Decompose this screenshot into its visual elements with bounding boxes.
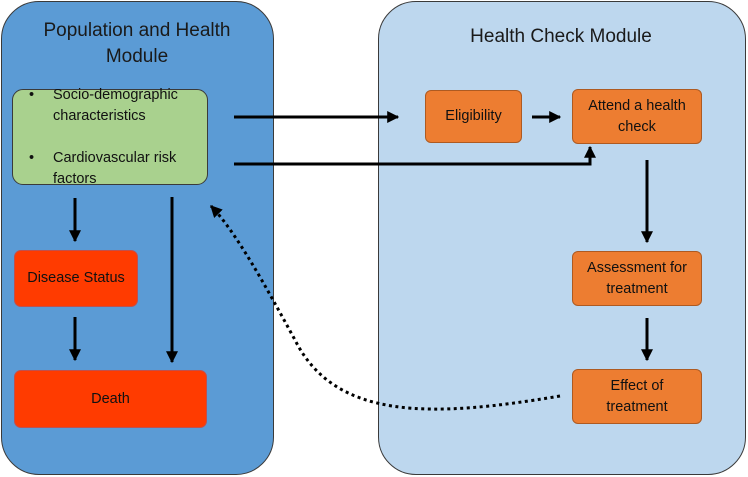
list-item: Cardiovascular risk factors [29, 148, 178, 190]
attend-health-check-box: Attend a health check [572, 89, 702, 144]
health-check-module-title: Health Check Module [470, 26, 652, 47]
effect-of-treatment-box: Effect of treatment [572, 369, 702, 424]
arrow-to-attend [234, 145, 596, 166]
dotted-feedback-arrow [209, 204, 561, 411]
death-box: Death [14, 370, 207, 428]
risk-factors-list: Socio-demographic characteristics Cardio… [13, 64, 178, 211]
eligibility-box: Eligibility [425, 90, 522, 143]
list-item: Socio-demographic characteristics [29, 85, 178, 127]
risk-factors-box: Socio-demographic characteristics Cardio… [12, 85, 208, 187]
disease-status-box: Disease Status [14, 250, 138, 307]
assessment-for-treatment-box: Assessment for treatment [572, 251, 702, 306]
population-health-module-title: Population and Health Module [43, 20, 231, 67]
